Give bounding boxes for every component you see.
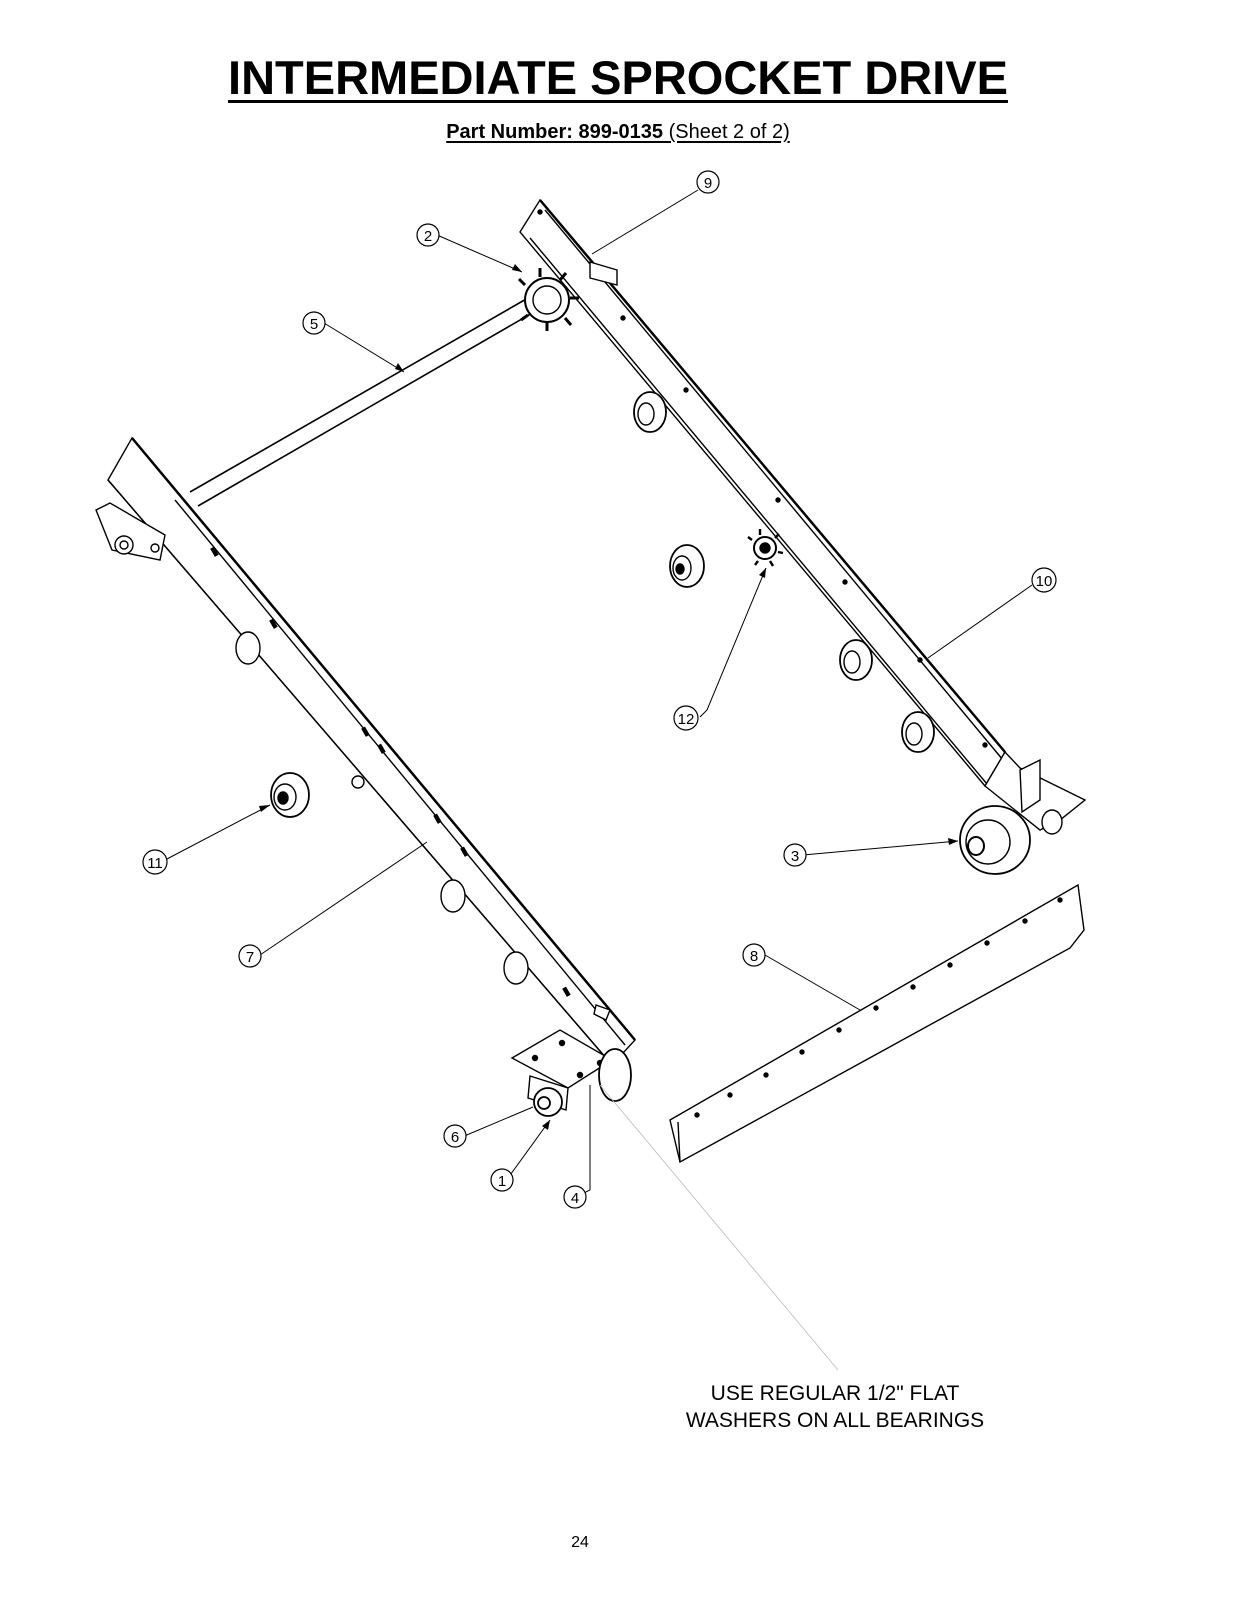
loose-idler-roller	[669, 544, 705, 588]
left-pillow-block	[95, 502, 166, 561]
washer-note: USE REGULAR 1/2" FLAT WASHERS ON ALL BEA…	[640, 1380, 1030, 1434]
callout-8: 8	[742, 943, 766, 967]
note-line-1: USE REGULAR 1/2" FLAT	[710, 1382, 960, 1405]
svg-text:9: 9	[704, 175, 712, 192]
svg-text:2: 2	[424, 228, 432, 245]
callout-balloons: 9 2 5 10 12 11 3 7	[142, 170, 1057, 1209]
bottom-pillow-block	[510, 1029, 632, 1117]
callout-2: 2	[416, 223, 440, 247]
svg-text:8: 8	[750, 948, 758, 965]
part-number-label: Part Number:	[446, 121, 573, 143]
callout-10: 10	[1031, 567, 1057, 593]
callout-4: 4	[563, 1185, 587, 1209]
callout-6: 6	[443, 1124, 467, 1148]
right-channel-rollers	[633, 391, 935, 753]
svg-text:4: 4	[571, 1190, 579, 1207]
svg-text:12: 12	[678, 711, 695, 728]
flat-bar	[669, 883, 1085, 1164]
left-channel	[107, 436, 636, 1067]
svg-text:11: 11	[147, 855, 163, 872]
callout-5: 5	[302, 311, 326, 335]
sheet-indicator: (Sheet 2 of 2)	[668, 121, 790, 143]
svg-text:6: 6	[451, 1129, 459, 1146]
left-channel-rollers	[235, 631, 529, 985]
callout-11: 11	[142, 849, 168, 875]
svg-text:3: 3	[791, 848, 799, 865]
part-number-value: 899-0135	[578, 121, 664, 143]
drive-shaft	[189, 297, 535, 507]
loose-bearing	[270, 772, 310, 818]
svg-text:5: 5	[310, 316, 318, 333]
callout-3: 3	[783, 843, 807, 867]
sprocket-top	[517, 268, 579, 331]
callout-9: 9	[696, 170, 720, 194]
callout-7: 7	[238, 944, 262, 968]
part-number-line: Part Number: 899-0135 (Sheet 2 of 2)	[0, 121, 1236, 144]
leader-arrowheads	[259, 264, 958, 1130]
note-line-2: WASHERS ON ALL BEARINGS	[685, 1409, 985, 1432]
page-number: 24	[571, 1534, 589, 1551]
callout-1: 1	[490, 1168, 514, 1192]
sprocket-small	[747, 529, 784, 567]
right-channel	[519, 198, 1087, 831]
large-idler-wheel	[959, 805, 1063, 875]
svg-text:1: 1	[498, 1173, 506, 1190]
page-title: INTERMEDIATE SPROCKET DRIVE	[228, 51, 1008, 104]
svg-text:10: 10	[1036, 573, 1053, 590]
callout-12: 12	[673, 705, 699, 731]
svg-text:7: 7	[246, 949, 254, 966]
